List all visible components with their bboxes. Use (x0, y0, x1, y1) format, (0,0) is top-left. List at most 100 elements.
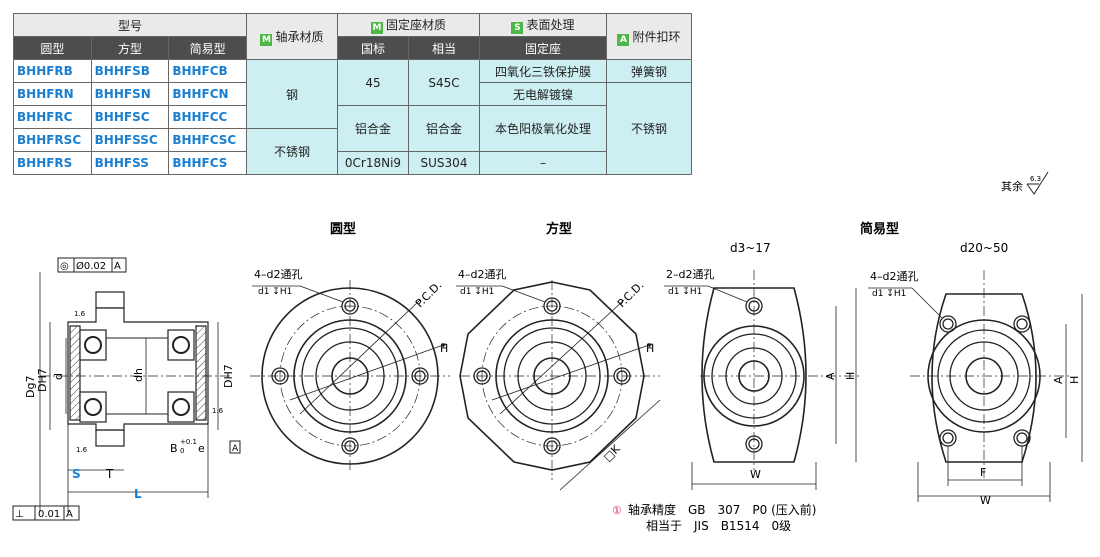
square-pcd: P.C.D. (615, 279, 647, 311)
dim-B-tol-lower: 0 (180, 447, 184, 455)
accessory-badge: A (617, 33, 630, 46)
round-pcd: P.C.D. (413, 279, 445, 311)
simple-large-A: A (1052, 376, 1065, 384)
code-cell: BHHFSB (90, 59, 170, 83)
simple-large-holes: 4–d2通孔 (870, 270, 918, 283)
code-cell: BHHFRB (13, 59, 92, 83)
simple-sub-large: d20~50 (960, 241, 1008, 255)
dim-B: B (170, 442, 178, 455)
note-line1: 轴承精度 GB 307 P0 (压入前) (628, 502, 817, 517)
code-cell: BHHFSSC (90, 128, 170, 152)
bearing-badge: M (260, 33, 273, 46)
surface-badge: S (511, 22, 524, 34)
bearing-material-label: 轴承材质 (275, 29, 324, 44)
dim-D: Dg7 (24, 376, 37, 398)
coax-datum: A (114, 261, 121, 272)
simple-small-A: A (824, 372, 837, 380)
roughness-section-bottom: 1.6 (76, 446, 88, 454)
roughness-symbol: 其余 6.3 (1001, 171, 1049, 195)
model-header: 型号 (13, 13, 247, 37)
perp-symbol: ⊥ (15, 509, 24, 520)
simple-header: 简易型 (168, 36, 247, 60)
round-holes-callout: 4–d2通孔 (254, 268, 302, 281)
roughness-section-top: 1.6 (74, 310, 86, 318)
simple-small-W: W (750, 468, 761, 481)
simple-small-holes: 2–d2通孔 (666, 268, 714, 281)
code-cell: BHHFCC (168, 105, 247, 129)
square-holes-callout: 4–d2通孔 (458, 268, 506, 281)
bearing-steel-cell: 钢 (246, 59, 338, 129)
simple-small-view (664, 270, 860, 490)
seat-s45c-cell: S45C (408, 59, 480, 106)
code-cell: BHHFSC (90, 105, 170, 129)
simple-large-view (868, 270, 1083, 502)
square-K: □K (601, 442, 623, 464)
square-header: 方型 (90, 36, 170, 60)
code-cell: BHHFSS (90, 151, 170, 175)
fixed-seat-header: 固定座 (479, 36, 607, 60)
simple-large-F: F (980, 466, 986, 479)
section-view (12, 257, 241, 521)
simple-view-title: 简易型 (860, 221, 899, 237)
simple-large-H: H (1068, 376, 1081, 384)
datum-A-label: A (232, 444, 239, 454)
square-H: H (646, 342, 654, 355)
dim-L: L (134, 487, 142, 501)
dim-DH: DH7 (36, 368, 49, 392)
accessory-spring-cell: 弹簧钢 (606, 59, 692, 83)
surface-label: 表面处理 (526, 18, 575, 32)
dim-dh: dh (132, 368, 145, 382)
note-line2: 相当于 JIS B1514 0级 (646, 519, 791, 533)
surface-cell: – (479, 151, 607, 175)
note-mark: ① (612, 504, 622, 517)
seat-material-label: 固定座材质 (385, 18, 446, 32)
square-view-title: 方型 (546, 221, 572, 237)
round-cbore-callout: d1 ↧H1 (258, 287, 292, 297)
national-header: 国标 (337, 36, 409, 60)
bearing-stainless-cell: 不锈钢 (246, 128, 338, 175)
simple-small-cbore: d1 ↧H1 (668, 287, 702, 297)
surface-cell: 无电解镀镍 (479, 82, 607, 106)
seat-alloy-cell: 铝合金 (337, 105, 409, 152)
code-cell: BHHFRSC (13, 128, 92, 152)
surface-cell: 四氧化三铁保护膜 (479, 59, 607, 83)
roughness-prefix: 其余 (1001, 179, 1023, 193)
simple-large-cbore: d1 ↧H1 (872, 289, 906, 299)
dim-d: d (52, 373, 65, 380)
dim-S: S (72, 467, 81, 481)
accessory-label: 附件扣环 (632, 29, 681, 44)
square-cbore-callout: d1 ↧H1 (460, 287, 494, 297)
dim-T: T (105, 467, 114, 481)
seat-sus-cell: SUS304 (408, 151, 480, 175)
code-cell: BHHFRC (13, 105, 92, 129)
code-cell: BHHFCN (168, 82, 247, 106)
perp-value: 0.01 (38, 509, 60, 520)
accessory-stainless-cell: 不锈钢 (606, 82, 692, 175)
code-cell: BHHFRS (13, 151, 92, 175)
roughness-value: 6.3 (1030, 175, 1041, 183)
round-header: 圆型 (13, 36, 92, 60)
equivalent-header: 相当 (408, 36, 480, 60)
seat-45-cell: 45 (337, 59, 409, 106)
dim-DH7: DH7 (222, 364, 235, 388)
round-view-title: 圆型 (330, 221, 356, 237)
dim-e: e (198, 442, 205, 455)
surface-cell: 本色阳极氧化处理 (479, 105, 607, 152)
code-cell: BHHFCB (168, 59, 247, 83)
code-cell: BHHFSN (90, 82, 170, 106)
round-view (250, 280, 450, 470)
square-view (456, 280, 661, 491)
simple-small-H: H (844, 372, 857, 380)
code-cell: BHHFRN (13, 82, 92, 106)
roughness-section-right: 1.6 (212, 407, 224, 415)
coax-symbol: ◎ (60, 261, 69, 272)
coax-value: Ø0.02 (76, 260, 106, 272)
seat-0cr-cell: 0Cr18Ni9 (337, 151, 409, 175)
code-cell: BHHFCS (168, 151, 247, 175)
round-H: H (440, 342, 448, 355)
